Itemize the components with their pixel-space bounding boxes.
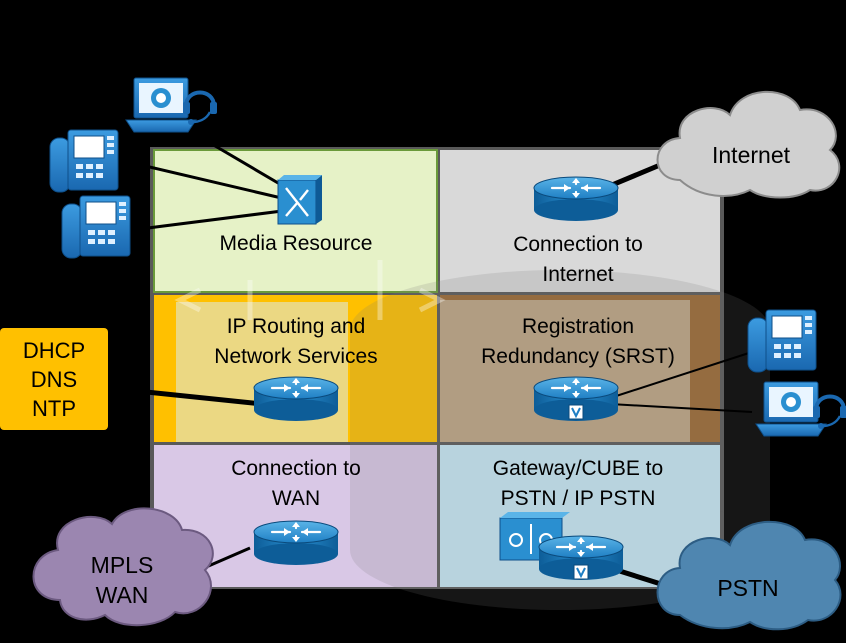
ip-phone-icon <box>747 309 817 373</box>
ip-phone-icon <box>61 195 131 259</box>
media-resource-icon <box>276 173 324 226</box>
media-resource-label: Media Resource <box>220 232 373 255</box>
pstn-cloud: PSTN <box>656 520 842 631</box>
service-dhcp: DHCP <box>22 337 86 363</box>
mpls-cloud-line2: WAN <box>96 582 149 608</box>
gateway-line2: PSTN / IP PSTN <box>501 487 656 510</box>
service-ntp: NTP <box>32 395 76 421</box>
watermark-arrows-icon <box>174 260 446 320</box>
internet-connection-line2: Internet <box>542 263 613 286</box>
gateway-line1: Gateway/CUBE to <box>493 457 663 480</box>
srst-line2: Redundancy (SRST) <box>481 345 675 368</box>
mpls-cloud-line1: MPLS <box>91 552 154 578</box>
services-box: DHCP DNS NTP <box>0 328 108 430</box>
router-icon <box>252 375 340 423</box>
router-icon <box>532 175 620 223</box>
internet-connection-line1: Connection to <box>513 233 643 256</box>
internet-cloud: Internet <box>656 90 841 199</box>
wan-connection-line1: Connection to <box>231 457 361 480</box>
internet-cloud-label: Internet <box>712 142 791 168</box>
service-dns: DNS <box>30 366 78 392</box>
pstn-cloud-label: PSTN <box>717 575 778 601</box>
ip-routing-line2: Network Services <box>214 345 377 368</box>
router-icon <box>252 519 340 567</box>
voice-router-icon <box>537 534 625 582</box>
srst-line1: Registration <box>522 315 634 338</box>
mpls-cloud: MPLS WAN <box>32 507 214 627</box>
ip-routing-line1: IP Routing and <box>227 315 366 338</box>
wan-connection-line2: WAN <box>272 487 320 510</box>
ip-phone-icon <box>49 129 119 193</box>
voice-router-icon <box>532 375 620 423</box>
